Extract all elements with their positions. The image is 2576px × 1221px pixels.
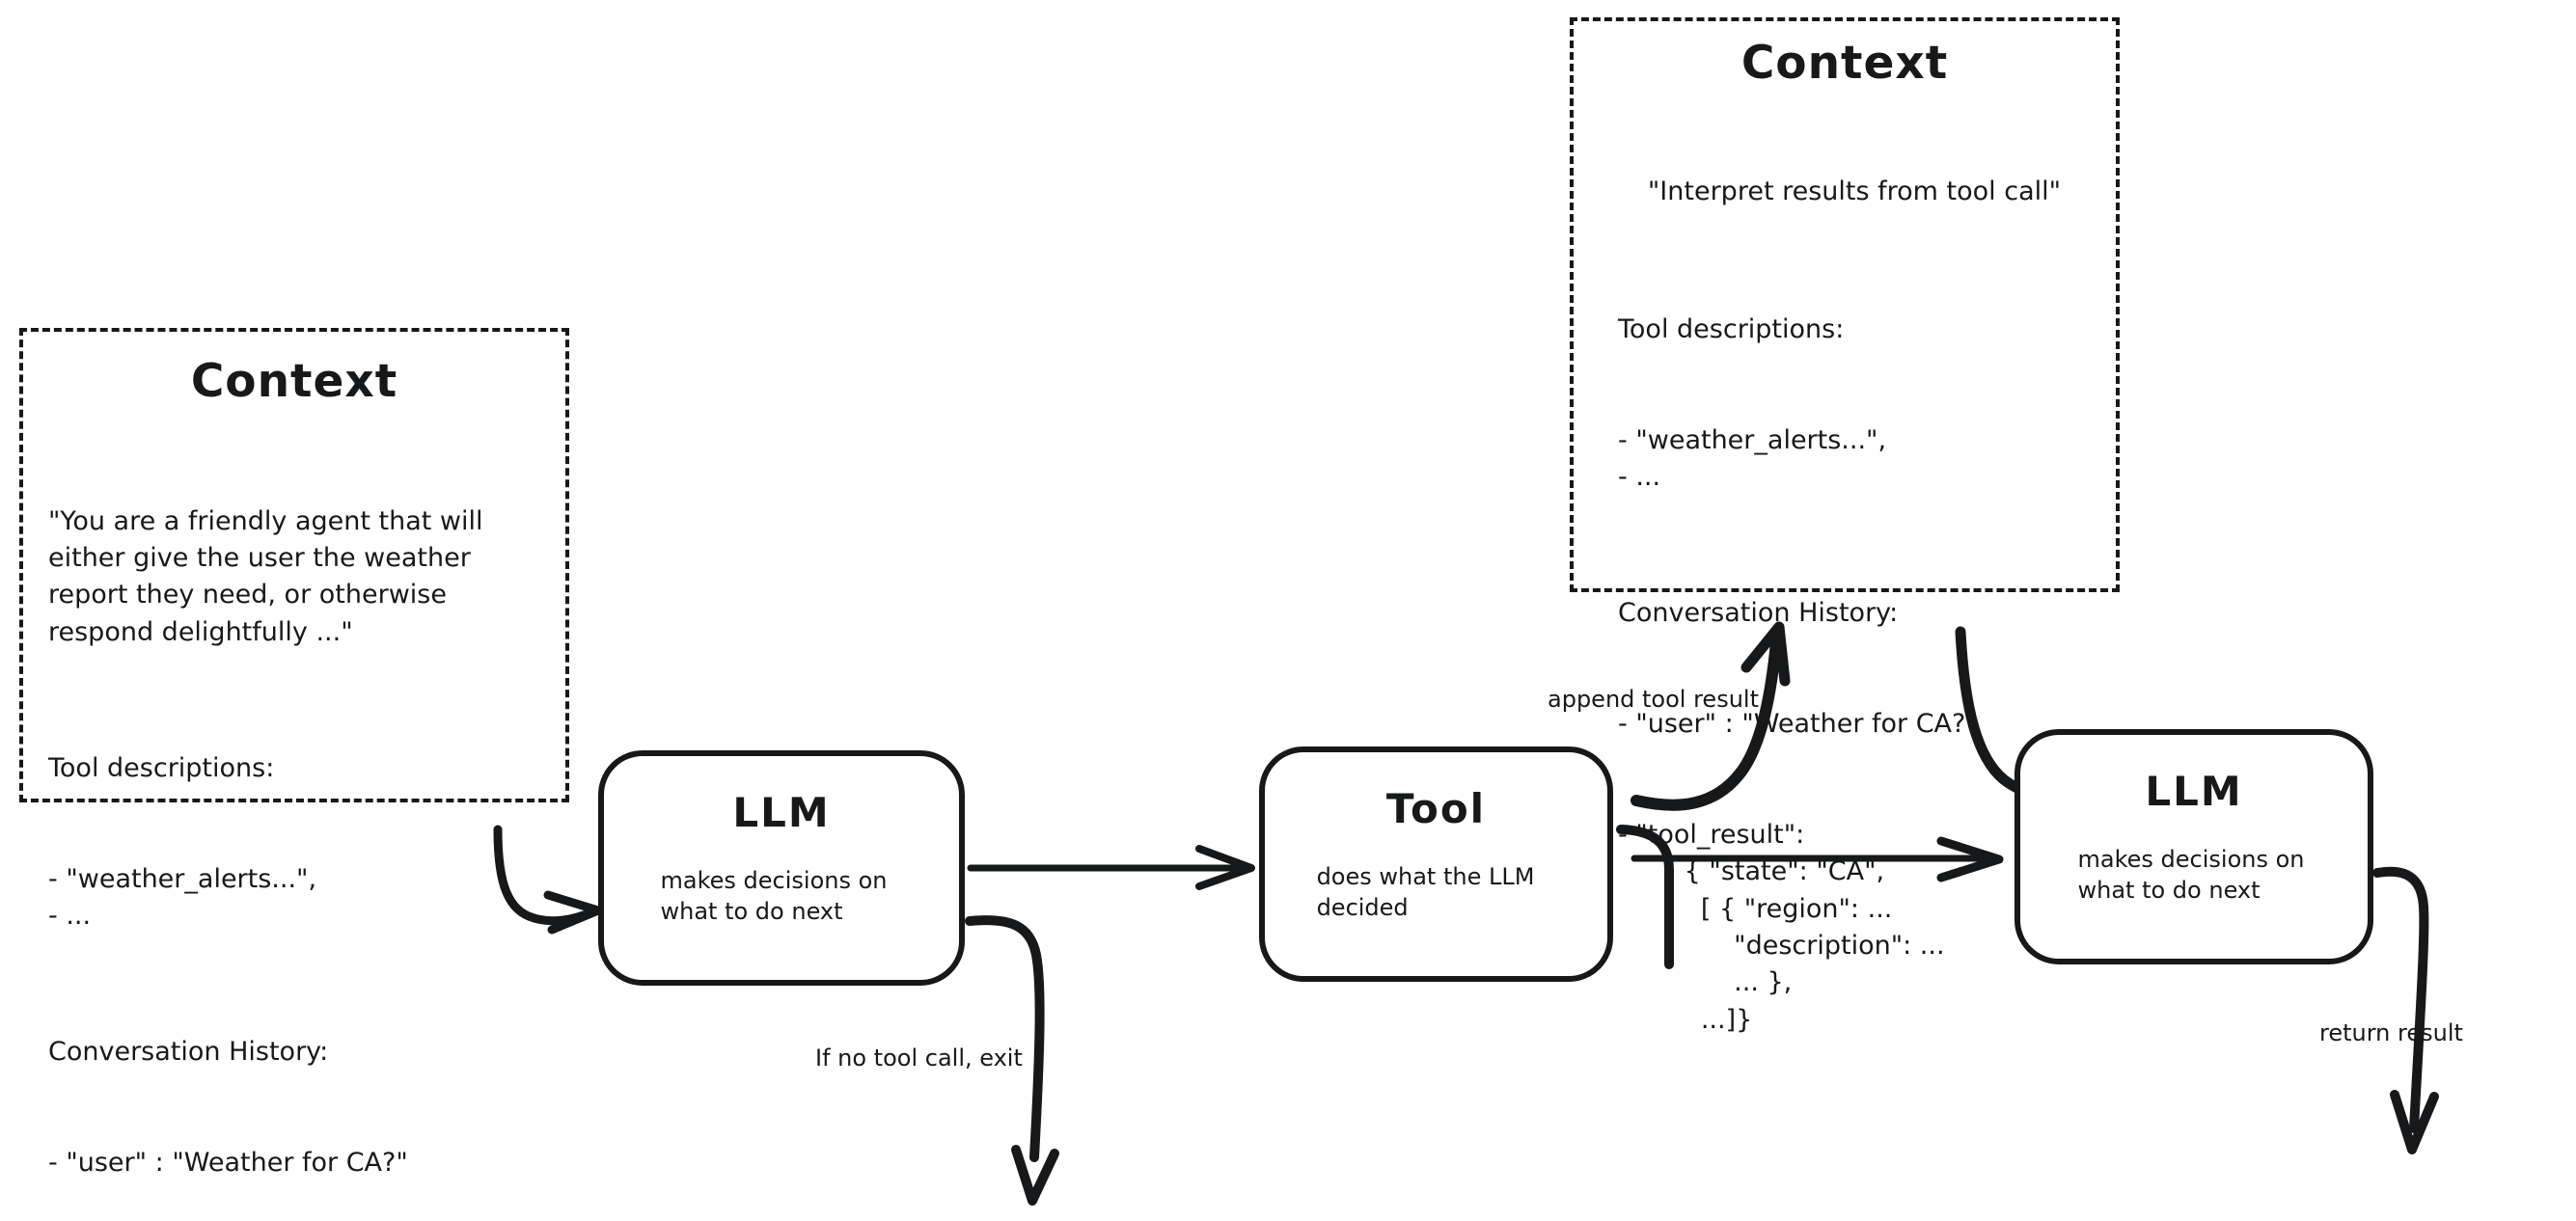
context-right-system-prompt: "Interpret results from tool call" [1647, 176, 2062, 206]
edge-label-return-result: return result [2319, 1019, 2463, 1046]
edge-context-to-llm1-head [543, 890, 603, 935]
node-tool-subtitle: does what the LLM decided [1316, 863, 1535, 922]
context-left-conversation-history-heading: Conversation History: [48, 1036, 329, 1067]
context-right-conversation-history-heading: Conversation History: [1618, 597, 1899, 628]
edge-if-no-tool-call-exit-head [1011, 1145, 1059, 1206]
context-box-right: Context "Interpret results from tool cal… [1570, 17, 2120, 1035]
context-box-left: Context "You are a friendly agent that w… [19, 328, 569, 1178]
context-left-body: "You are a friendly agent that will eith… [48, 429, 540, 1221]
edge-label-append-tool-result: append tool result [1548, 686, 1759, 713]
edge-return-result-head [2390, 1090, 2439, 1154]
context-left-tool-descriptions-heading: Tool descriptions: [48, 752, 275, 783]
node-llm-second-subtitle: makes decisions on what to do next [2077, 846, 2305, 905]
context-right-tool-descriptions-heading: Tool descriptions: [1618, 313, 1845, 344]
context-right-body: "Interpret results from tool call" Tool … [1599, 99, 2091, 1113]
context-right-tool-descriptions-items: - "weather_alerts...", - ... [1618, 424, 1887, 492]
edge-return-result [2372, 866, 2429, 1133]
node-llm-first[interactable]: LLM makes decisions on what to do next [598, 750, 965, 986]
context-left-conversation-history-items: - "user" : "Weather for CA?" [48, 1147, 408, 1178]
context-left-tool-descriptions-items: - "weather_alerts...", - ... [48, 863, 317, 931]
context-right-conversation-history-items: - "user" : "Weather for CA?" [1618, 708, 1978, 739]
context-right-tool-result-block: - "tool_result": { "state": "CA", [ { "r… [1618, 819, 1945, 1035]
node-llm-first-title: LLM [732, 789, 831, 836]
node-tool-title: Tool [1385, 785, 1487, 832]
context-left-system-prompt: "You are a friendly agent that will eith… [48, 505, 483, 647]
node-llm-second-title: LLM [2145, 768, 2243, 815]
context-right-title: Context [1740, 37, 1949, 90]
edge-if-no-tool-call-exit [965, 915, 1045, 1162]
context-left-title: Context [190, 355, 398, 408]
node-tool[interactable]: Tool does what the LLM decided [1259, 746, 1613, 982]
node-llm-second[interactable]: LLM makes decisions on what to do next [2014, 729, 2373, 964]
edge-llm1-to-tool-head [1195, 845, 1255, 890]
edge-label-if-no-tool-call-exit: If no tool call, exit [815, 1045, 1023, 1072]
node-llm-first-subtitle: makes decisions on what to do next [660, 867, 888, 926]
